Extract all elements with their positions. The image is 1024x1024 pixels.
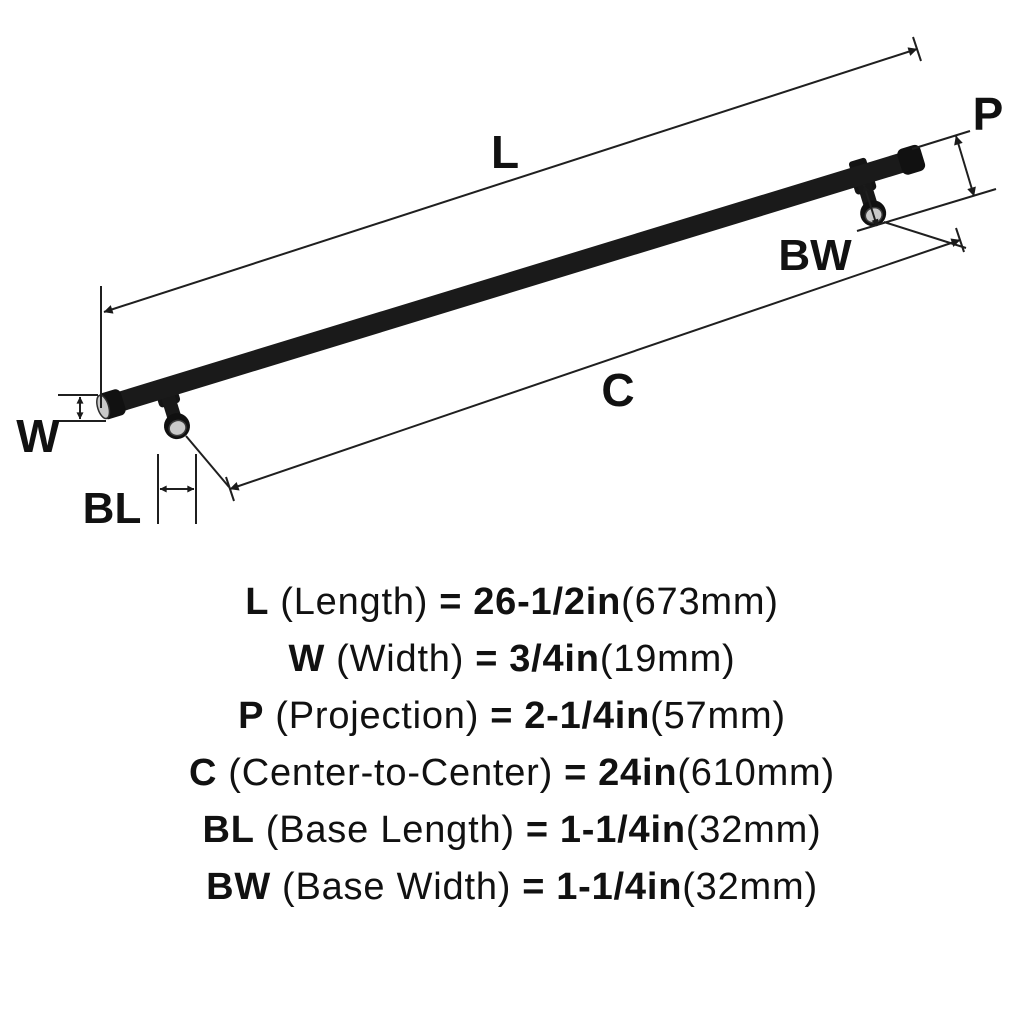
- spec-abbr: W: [288, 638, 326, 680]
- spec-imperial: 3/4in: [509, 638, 600, 680]
- spec-name: (Projection): [275, 695, 480, 737]
- left-post-foot-face: [168, 419, 187, 437]
- dim-label-BW: BW: [778, 231, 852, 280]
- spec-metric: (32mm): [685, 809, 822, 851]
- dimension-diagram: L C W P: [16, 36, 1004, 533]
- dim-label-BL: BL: [83, 484, 142, 533]
- handle-bar: [106, 149, 919, 414]
- left-mounting-post: [157, 391, 190, 440]
- spec-abbr: L: [245, 581, 270, 623]
- handle-diagram-svg: L C W P: [16, 36, 1004, 533]
- spec-imperial: 1-1/4in: [559, 809, 686, 851]
- spec-list: L(Length)=26-1/2in(673mm) W(Width)=3/4in…: [0, 574, 1024, 916]
- spec-metric: (19mm): [599, 638, 736, 680]
- spec-abbr: C: [189, 752, 218, 794]
- spec-equals: =: [564, 752, 588, 794]
- dim-P-extension-top: [911, 130, 971, 150]
- dim-BW: [862, 184, 879, 227]
- left-end-cap-face: [96, 394, 111, 420]
- spec-metric: (673mm): [621, 581, 779, 623]
- spec-metric: (610mm): [677, 752, 835, 794]
- spec-equals: =: [439, 581, 463, 623]
- dim-label-W: W: [16, 410, 60, 462]
- spec-name: (Length): [280, 581, 429, 623]
- dim-W: [58, 394, 106, 422]
- dim-C-extension-left: [185, 435, 230, 488]
- spec-imperial: 2-1/4in: [524, 695, 651, 737]
- dim-L: [100, 36, 922, 408]
- spec-row-base-length: BL(Base Length)=1-1/4in(32mm): [0, 802, 1024, 859]
- spec-abbr: BL: [202, 809, 255, 851]
- spec-abbr: P: [238, 695, 265, 737]
- dim-BL: [157, 454, 197, 524]
- spec-row-width: W(Width)=3/4in(19mm): [0, 631, 1024, 688]
- dim-label-L: L: [491, 126, 519, 178]
- spec-metric: (32mm): [682, 866, 818, 908]
- spec-imperial: 1-1/4in: [556, 866, 683, 908]
- spec-metric: (57mm): [650, 695, 786, 737]
- dim-BW-arrow: [862, 184, 879, 227]
- dim-label-P: P: [973, 88, 1004, 140]
- bar-pull-handle: [96, 144, 926, 440]
- spec-row-center-to-center: C(Center-to-Center)=24in(610mm): [0, 745, 1024, 802]
- spec-row-base-width: BW(Base Width)=1-1/4in(32mm): [0, 859, 1024, 916]
- spec-imperial: 24in: [598, 752, 678, 794]
- spec-imperial: 26-1/2in: [473, 581, 622, 623]
- spec-name: (Base Width): [282, 866, 512, 908]
- dim-P-arrow: [954, 135, 976, 197]
- spec-abbr: BW: [206, 866, 272, 908]
- spec-equals: =: [490, 695, 514, 737]
- dim-C: [185, 221, 967, 502]
- spec-row-length: L(Length)=26-1/2in(673mm): [0, 574, 1024, 631]
- dim-P: [856, 130, 997, 232]
- spec-name: (Base Length): [265, 809, 515, 851]
- spec-name: (Center-to-Center): [228, 752, 554, 794]
- spec-row-projection: P(Projection)=2-1/4in(57mm): [0, 688, 1024, 745]
- spec-equals: =: [522, 866, 546, 908]
- spec-equals: =: [475, 638, 499, 680]
- spec-name: (Width): [336, 638, 465, 680]
- dim-C-extension-right: [883, 221, 967, 249]
- dim-C-line: [229, 238, 961, 491]
- spec-equals: =: [525, 809, 549, 851]
- dim-label-C: C: [601, 364, 634, 416]
